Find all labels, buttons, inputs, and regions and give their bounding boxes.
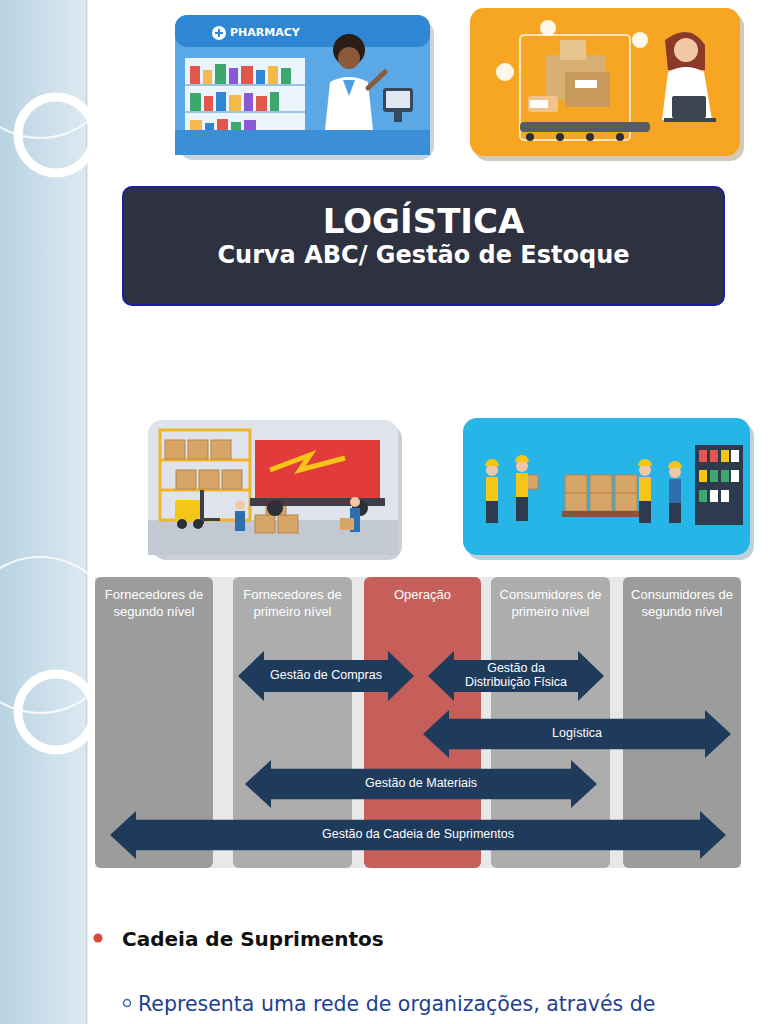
sign-text: PHARMACY bbox=[230, 26, 300, 39]
arrow-body bbox=[238, 651, 414, 701]
arrow-body bbox=[423, 710, 731, 758]
bullet-heading: Cadeia de Suprimentos bbox=[122, 927, 384, 951]
arrow-body bbox=[110, 811, 726, 859]
column-heading: Fornecedores de segundo nível bbox=[99, 587, 209, 621]
arrow-body bbox=[428, 651, 604, 701]
arrow-label: Gestão da Distribuição Física bbox=[428, 662, 604, 690]
bullet-text: Representa uma rede de organizações, atr… bbox=[138, 992, 655, 1016]
double-arrow: Gestão de Materiais bbox=[245, 760, 597, 808]
double-arrow: Gestão da Cadeia de Suprimentos bbox=[110, 811, 726, 859]
arrow-label: Gestão de Compras bbox=[240, 669, 412, 683]
column-heading: Consumidores de primeiro nível bbox=[495, 587, 606, 621]
double-arrow: Gestão da Distribuição Física bbox=[428, 651, 604, 701]
subtitle-text: Curva ABC/ Gestão de Estoque bbox=[134, 241, 713, 270]
arrow-label: Gestão de Materiais bbox=[335, 777, 507, 791]
arrow-body bbox=[245, 760, 597, 808]
arrow-label: Gestão da Cadeia de Suprimentos bbox=[292, 828, 544, 842]
title-box: LOGÍSTICACurva ABC/ Gestão de Estoque bbox=[122, 186, 725, 306]
double-arrow: Logística bbox=[423, 710, 731, 758]
title-text: LOGÍSTICA bbox=[134, 202, 713, 241]
column-heading: Operação bbox=[368, 587, 477, 604]
arrow-label: Logística bbox=[522, 727, 632, 741]
column-heading: Consumidores de segundo nível bbox=[627, 587, 737, 621]
double-arrow: Gestão de Compras bbox=[238, 651, 414, 701]
column-heading: Fornecedores de primeiro nível bbox=[237, 587, 348, 621]
